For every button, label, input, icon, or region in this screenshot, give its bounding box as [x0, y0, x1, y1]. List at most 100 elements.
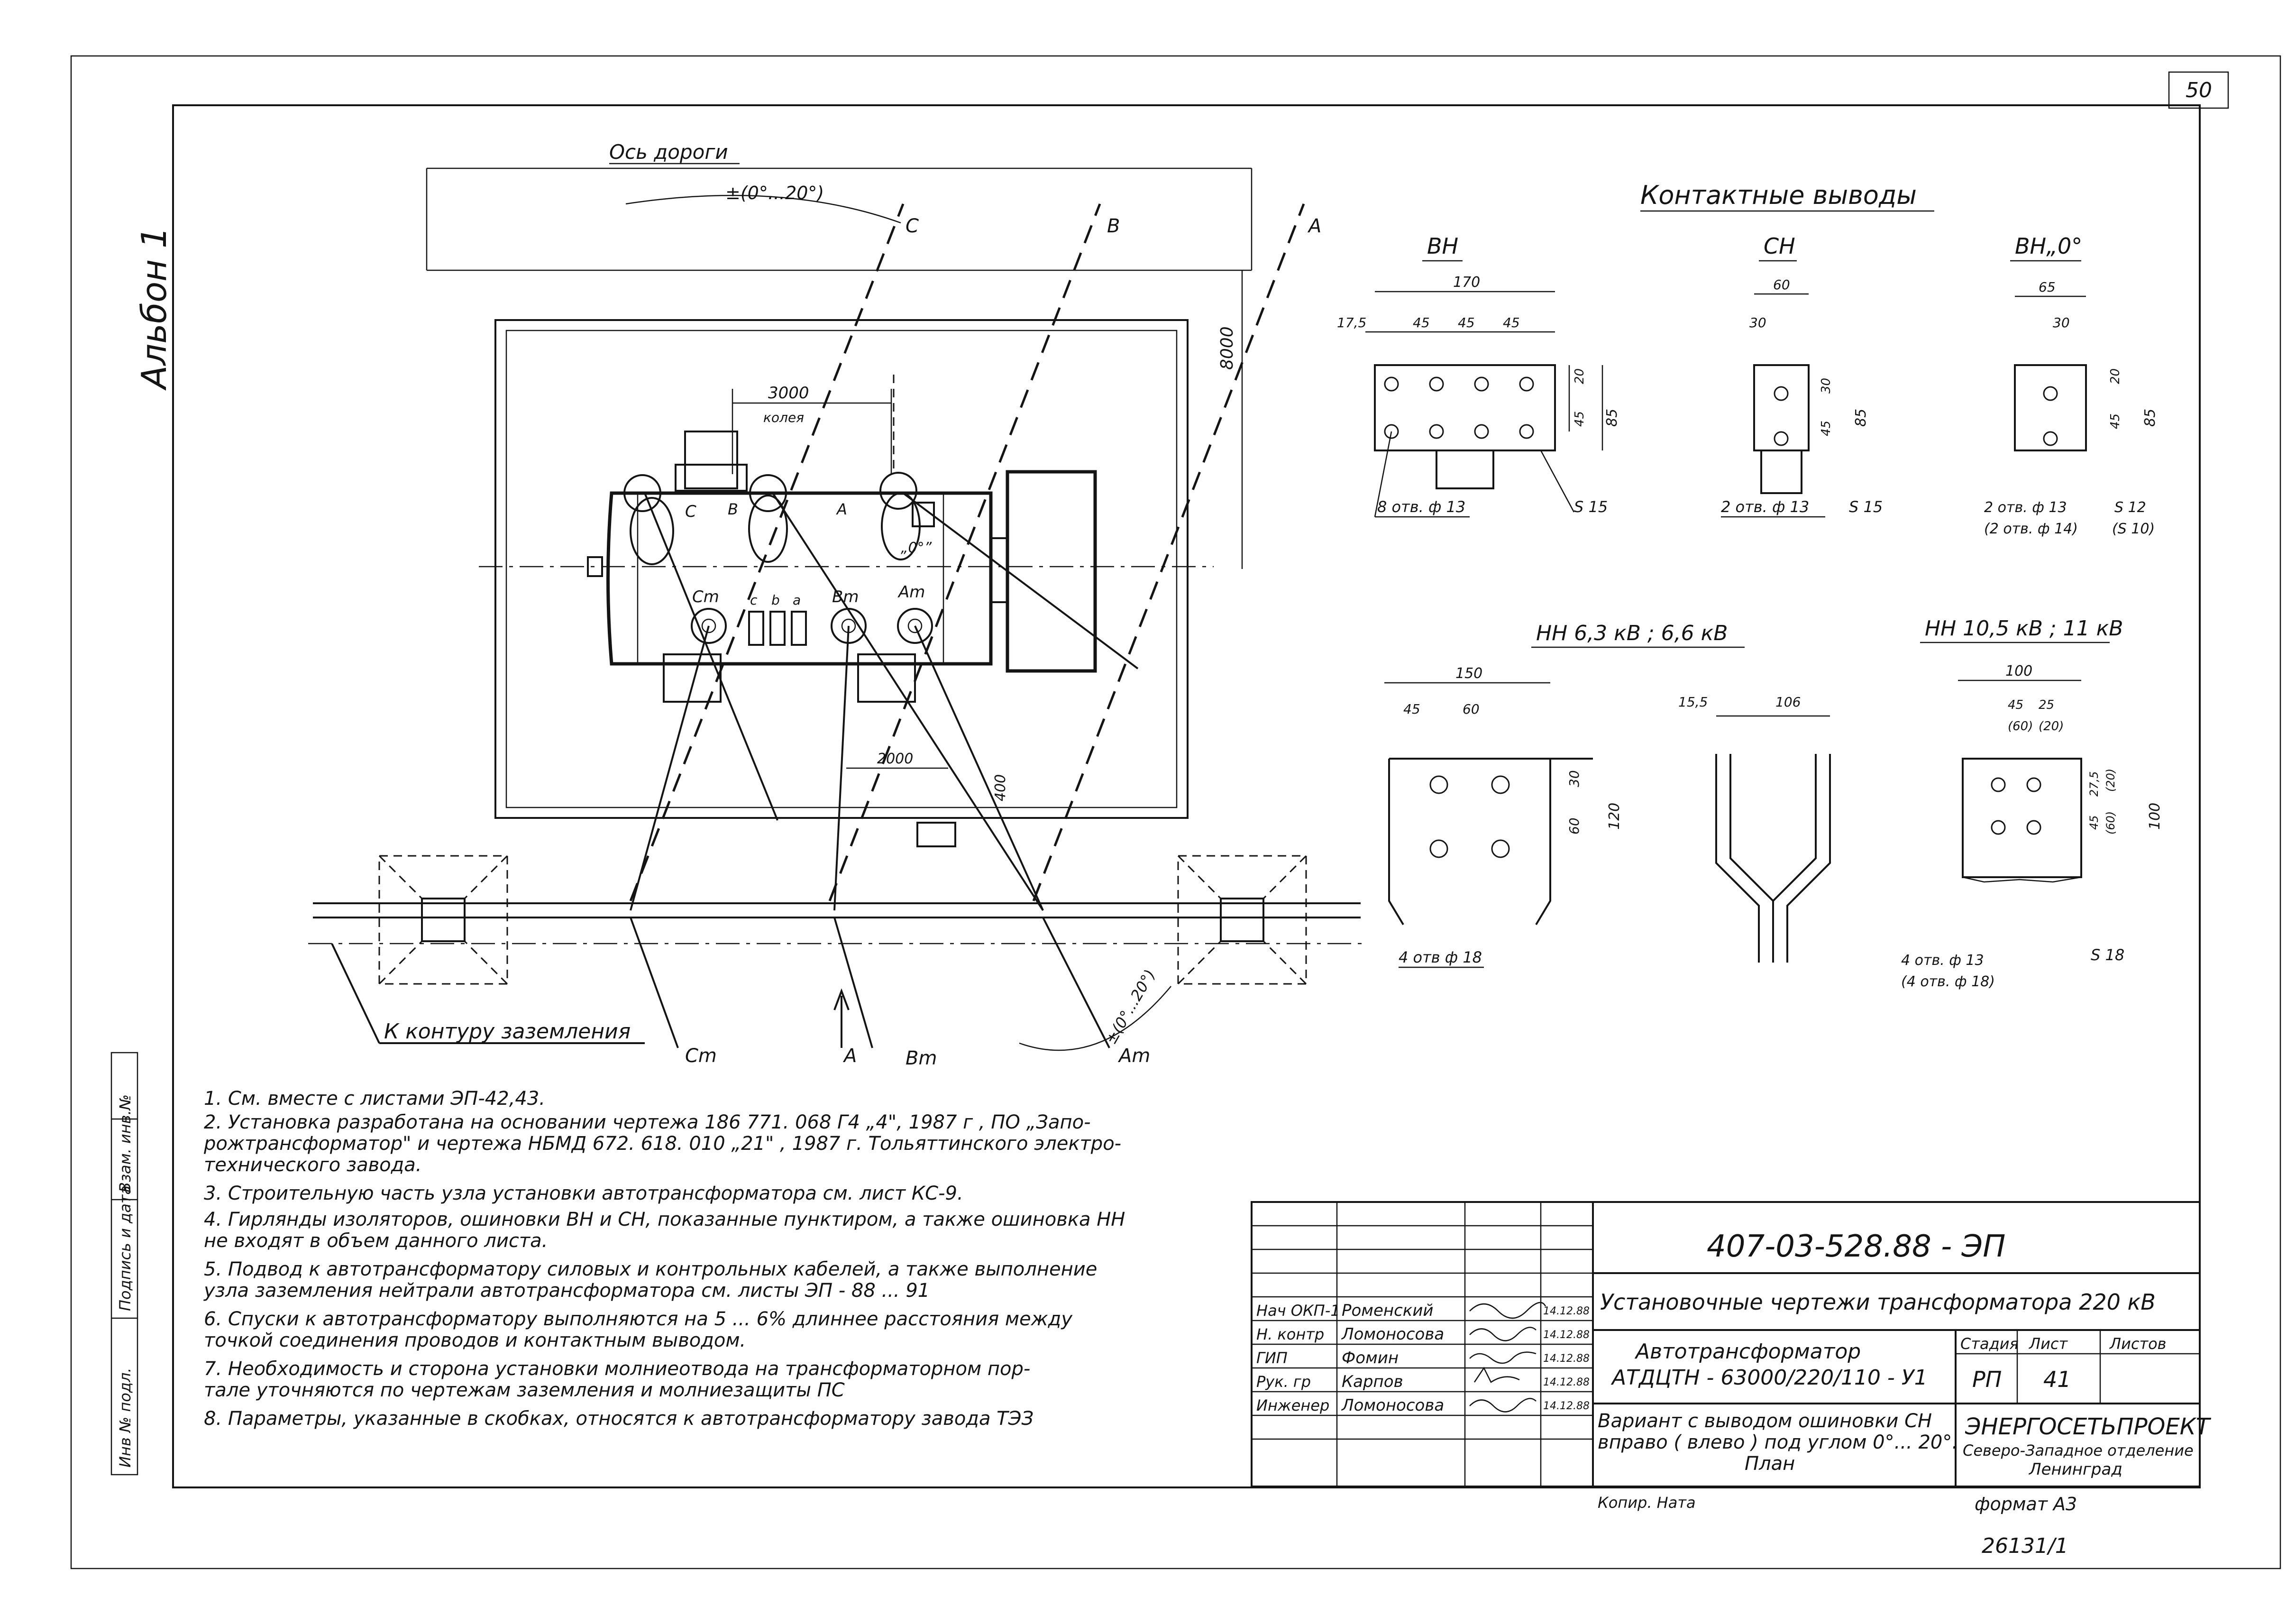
- date-0: 14.12.88: [1543, 1305, 1590, 1317]
- object-line-2: АТДЦТН - 63000/220/110 - У1: [1610, 1366, 1928, 1390]
- note-line-5: 3. Строительную часть узла установки авт…: [204, 1183, 963, 1204]
- notes: 1. См. вместе с листами ЭП-42,43. 2. Уст…: [203, 1088, 1125, 1430]
- name-0: Роменский: [1342, 1301, 1434, 1320]
- terminal-vn0: ВН„0° 65 30 20 45 85 2 отв. ф 13 (2 отв.…: [1984, 233, 2159, 537]
- note-line-12: 7. Необходимость и сторона установки мол…: [204, 1358, 1030, 1380]
- note-line-11: точкой соединения проводов и контактным …: [204, 1330, 746, 1351]
- lv-b-label: b: [771, 592, 780, 608]
- date-2: 14.12.88: [1543, 1353, 1590, 1365]
- signature-2: [1469, 1351, 1537, 1364]
- angle-label-bottom: ±(0°...20°): [1102, 966, 1159, 1047]
- archive-number: 26131/1: [1982, 1534, 2068, 1558]
- vn-dim-20: 20: [1573, 368, 1587, 384]
- vn-dim-45v: 45: [1573, 411, 1587, 427]
- line-a-label: A: [1307, 215, 1321, 237]
- nn10-dim-60p: (60): [2008, 719, 2033, 734]
- stamp-sign-label: Подпись и дата: [116, 1185, 134, 1311]
- bushing-cm: [691, 608, 727, 644]
- side-stamp: Инв № подл. Подпись и дата Взам. инв.№: [110, 1052, 138, 1476]
- variant-line-2: вправо ( влево ) под углом 0°... 20°.: [1598, 1431, 1958, 1453]
- nn10-dim-45v: 45: [2087, 815, 2101, 830]
- nn10-dim-100v: 100: [2147, 803, 2163, 830]
- nn6-dim-155: 15,5: [1678, 694, 1708, 710]
- sn-dim-30: 30: [1749, 315, 1766, 330]
- note-line-7: не входят в объем данного листа.: [204, 1230, 548, 1252]
- out-cm-label: Cm: [685, 1045, 717, 1067]
- bushing-am-label: Am: [897, 583, 925, 602]
- transformer-tank: [606, 491, 993, 666]
- nn10-dim-20pv: (20): [2104, 769, 2117, 792]
- org-branch: Северо-Западное отделение: [1963, 1441, 2194, 1459]
- variant-line-3: План: [1745, 1453, 1795, 1475]
- sheets-header: Листов: [2109, 1335, 2167, 1353]
- terminal-nn6-title: НН 6,3 кВ ; 6,6 кВ: [1536, 621, 1728, 645]
- conservator: [684, 431, 738, 489]
- line-c: [629, 203, 905, 901]
- role-3: Рук. гр: [1256, 1373, 1311, 1391]
- vn0-thickness-alt: (S 10): [2112, 521, 2155, 537]
- nn10-dim-275: 27,5: [2087, 771, 2101, 797]
- note-line-10: 6. Спуски к автотрансформатору выполняют…: [204, 1308, 1073, 1330]
- note-line-3: рожтрансформатор" и чертежа НБМД 672. 61…: [203, 1133, 1121, 1155]
- sn-dim-45v: 45: [1819, 421, 1833, 436]
- signature-3: [1473, 1367, 1520, 1383]
- nn6-dim-45: 45: [1403, 701, 1420, 717]
- vn0-dim-85: 85: [2142, 409, 2159, 427]
- sn-dim-85: 85: [1853, 409, 1869, 427]
- lv-a-label: a: [793, 592, 801, 608]
- signature-4: [1469, 1398, 1537, 1413]
- inner-frame: [172, 104, 2201, 1488]
- portal-footing-right: [1177, 855, 1307, 985]
- role-2: ГИП: [1256, 1349, 1288, 1367]
- dim-8000: 8000: [1217, 326, 1237, 370]
- terminal-sn-title: СН: [1764, 233, 1795, 259]
- line-b-label: B: [1107, 215, 1120, 237]
- bushing-c: [623, 474, 674, 565]
- terminal-vn0-title: ВН„0°: [2015, 233, 2082, 259]
- album-label: Альбон 1: [134, 227, 174, 391]
- org-city: Ленинград: [2028, 1460, 2122, 1479]
- nn10-dim-25: 25: [2039, 698, 2054, 712]
- format-label: формат А3: [1975, 1494, 2077, 1514]
- bushing-a: [879, 472, 935, 560]
- plan-view: Ось дороги ±(0°...20°) 8000 3000 колея: [308, 140, 1365, 1069]
- date-1: 14.12.88: [1543, 1329, 1590, 1341]
- vn-dim-85: 85: [1604, 409, 1620, 427]
- out-a-label: A: [842, 1045, 857, 1067]
- nn10-holes-alt: (4 отв. ф 18): [1901, 973, 1995, 990]
- date-3: 14.12.88: [1543, 1376, 1590, 1388]
- lv-bushings: [748, 611, 807, 646]
- stamp-replace-label: Взам. инв.№: [116, 1094, 134, 1193]
- stage-value: РП: [1972, 1367, 2002, 1392]
- terminals-section: Контактные выводы ВН 170 17,5 45 45 45 2…: [1337, 180, 2163, 990]
- signature-1: [1469, 1327, 1537, 1341]
- stamp-inv-label: Инв № подл.: [116, 1367, 134, 1468]
- terminal-sn: СН 60 30 30 45 85 2 отв. ф 13 S 15: [1721, 233, 1883, 518]
- project-title: Установочные чертежи трансформатора 220 …: [1600, 1289, 2156, 1315]
- sn-holes: 2 отв. ф 13: [1721, 498, 1809, 516]
- vn0-dim-45v: 45: [2108, 413, 2122, 429]
- foundation-outer: [494, 319, 1189, 819]
- bushing-cm-label: Cm: [692, 587, 719, 606]
- nn6-dim-106: 106: [1775, 694, 1801, 710]
- nn6-dim-60v: 60: [1566, 817, 1582, 835]
- zero-mark: „0°”: [901, 540, 932, 556]
- nn6-dim-150: 150: [1455, 665, 1482, 682]
- vn-dim-175: 17,5: [1337, 315, 1366, 330]
- object-line-1: Автотрансформатор: [1634, 1340, 1861, 1364]
- line-a: [1032, 203, 1305, 901]
- name-3: Карпов: [1342, 1372, 1403, 1391]
- vn0-dim-65: 65: [2039, 279, 2056, 295]
- note-line-6: 4. Гирлянды изоляторов, ошиновки ВН и СН…: [204, 1209, 1125, 1230]
- sheet-header: Лист: [2029, 1335, 2068, 1353]
- note-line-1: 1. См. вместе с листами ЭП-42,43.: [204, 1088, 545, 1110]
- role-0: Нач ОКП-1: [1256, 1302, 1340, 1320]
- terminal-vn: ВН 170 17,5 45 45 45 20 45 85 8 отв. ф 1…: [1337, 233, 1620, 518]
- foundation-inner: [505, 330, 1178, 808]
- nn10-thickness: S 18: [2091, 946, 2124, 964]
- nn10-dim-45: 45: [2008, 698, 2023, 712]
- track-label: колея: [763, 410, 804, 425]
- bushing-am: [897, 608, 933, 644]
- nn6-holes: 4 отв ф 18: [1399, 948, 1482, 966]
- ground-label: К контуру заземления: [384, 1019, 631, 1044]
